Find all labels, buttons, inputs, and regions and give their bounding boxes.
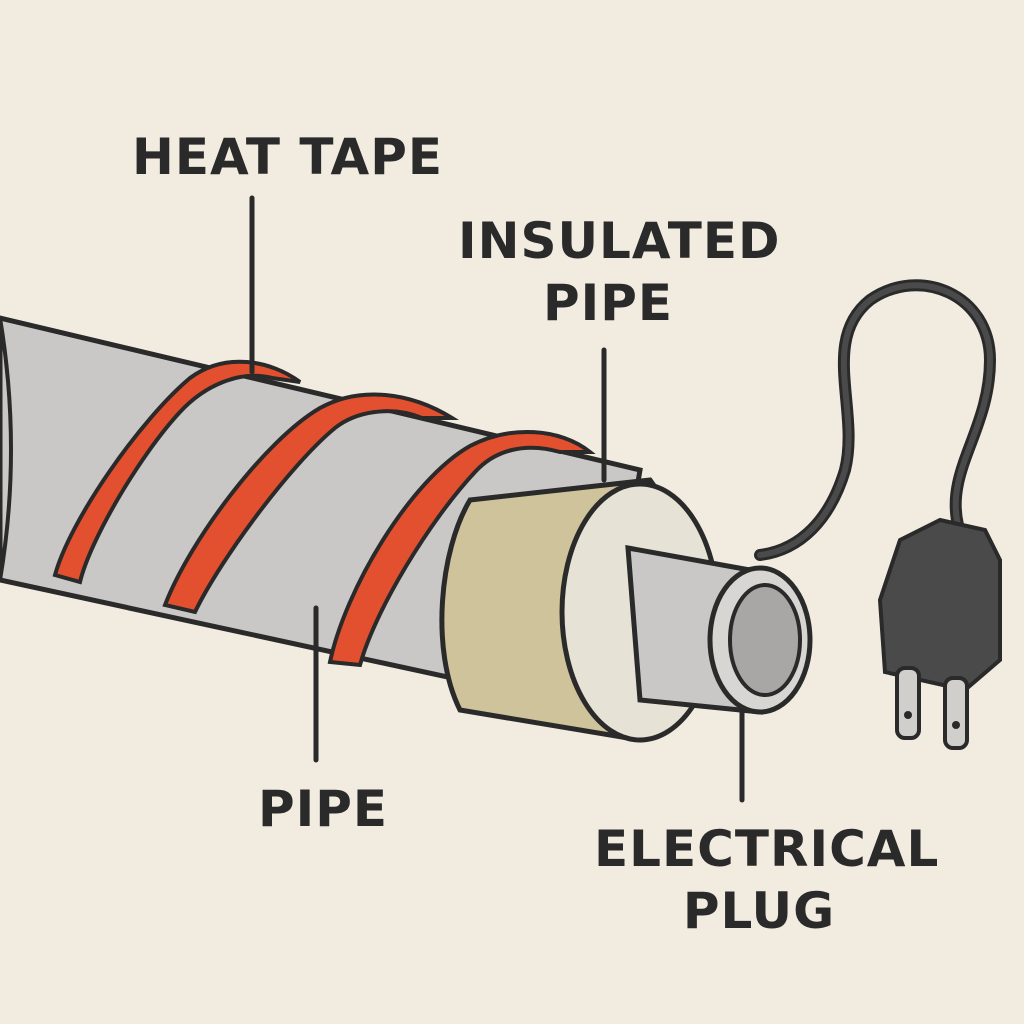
- label-electrical-plug: ELECTRICAL PLUG: [594, 818, 940, 942]
- plug-prong-left: [895, 666, 921, 740]
- pipe-left-edge: [0, 317, 13, 581]
- label-insulated-pipe-line-2: PIPE: [542, 274, 674, 332]
- label-pipe-text: PIPE: [258, 780, 389, 838]
- label-electrical-plug-line-2: PLUG: [682, 882, 836, 940]
- label-insulated-pipe-line-1: INSULATED: [458, 212, 781, 270]
- heat-tape-band-1: [52, 359, 302, 585]
- power-cord-fill: [757, 282, 994, 558]
- label-heat-tape: HEAT TAPE: [132, 126, 443, 188]
- inner-pipe-opening: [728, 583, 802, 697]
- label-pipe: PIPE: [258, 778, 388, 840]
- heat-tape-wrap: [52, 359, 596, 668]
- heat-tape-band-2: [162, 392, 460, 615]
- heat-tape-band-3: [327, 430, 596, 668]
- plug-prong-left-hole: [904, 711, 912, 719]
- label-insulated-pipe: INSULATED PIPE: [458, 210, 781, 334]
- plug-body: [877, 517, 1002, 693]
- plug-prong-right-hole: [952, 721, 960, 729]
- label-electrical-plug-line-1: ELECTRICAL: [594, 820, 940, 878]
- plug-prong-right: [943, 676, 969, 750]
- label-heat-tape-text: HEAT TAPE: [132, 128, 444, 186]
